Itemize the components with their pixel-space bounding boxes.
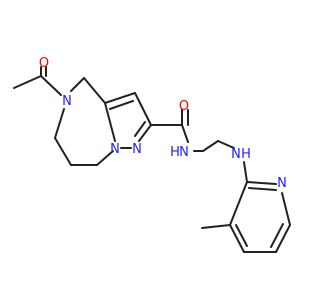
pyrazole-n2-label: N: [132, 142, 142, 157]
bond-py-c3-methyl: [201, 224, 231, 229]
ketone-oxygen-label: O: [39, 56, 49, 71]
bond-ch2-pyrazole-n1: [96, 150, 114, 166]
pyrazole-n1-label: N: [110, 142, 120, 157]
amide-nitrogen-h-label: H: [170, 145, 180, 160]
atom-labels: O O N N N N H N H N: [39, 56, 287, 191]
bond-py-c6-c5-double: [270, 223, 284, 248]
bond-ch2-amine-n: [217, 140, 235, 149]
bond-py-c4-c3: [229, 224, 245, 253]
bond-py-c6-c5: [275, 224, 291, 253]
bond-py-c4-c3-double: [235, 224, 248, 247]
bond-c2-n2-double: [134, 121, 146, 137]
azepine-nitrogen-label: N: [62, 94, 72, 109]
pyridine-nitrogen-label: N: [277, 176, 287, 191]
bond-ch2-ch2: [202, 140, 219, 152]
bond-azepine-n-ch2-lower: [54, 108, 65, 139]
amine-nitrogen-n-label: N: [231, 147, 241, 162]
molecule-structure: O O N N N N H N H N: [13, 56, 291, 253]
bond-azepine-n-ch2: [70, 77, 85, 92]
bond-c3a-c3-double: [109, 100, 134, 110]
bond-azepine-ch2-ch2: [54, 137, 72, 166]
bond-c3-c2: [134, 92, 152, 126]
amide-nitrogen-n-label: N: [179, 145, 189, 160]
amine-nitrogen-h-label: H: [241, 147, 251, 162]
bond-py-c2-n1: [246, 181, 277, 185]
bond-c3a-c3: [104, 92, 136, 104]
bonds: [13, 66, 291, 253]
amide-oxygen-label: O: [179, 99, 189, 114]
bond-py-c2-n1-double: [248, 187, 277, 191]
bond-ch2-c3a: [83, 77, 106, 104]
bond-py-n1-c6: [281, 192, 291, 226]
bond-c2-n2: [138, 124, 152, 142]
bond-py-c3-c2: [229, 181, 248, 226]
bond-methyl-carbonyl: [13, 75, 42, 89]
bond-carbonyl-azepine-n: [40, 75, 62, 96]
bond-c3a-n1: [104, 102, 116, 142]
bond-amide-carbon-n: [181, 124, 189, 143]
bond-amine-n-pyridine: [243, 161, 248, 183]
